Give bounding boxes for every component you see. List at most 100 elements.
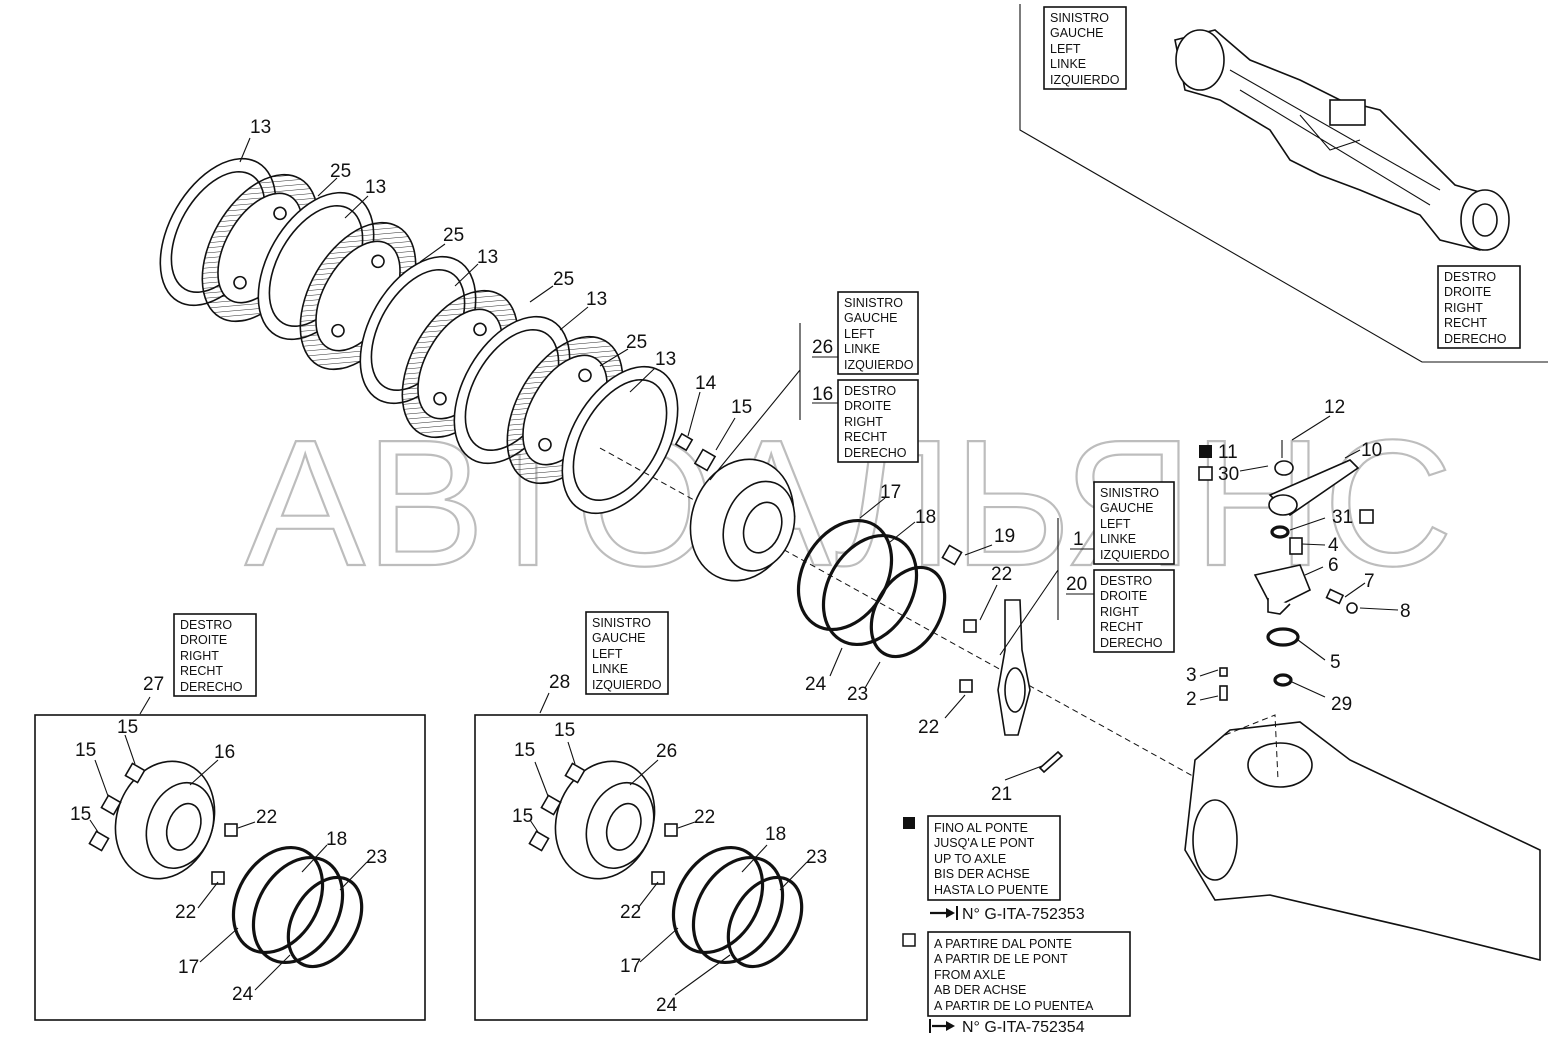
svg-text:LINKE: LINKE xyxy=(844,342,880,356)
callout-20: 20 xyxy=(1066,574,1087,595)
svg-text:24: 24 xyxy=(232,984,254,1005)
svg-text:23: 23 xyxy=(847,684,868,705)
svg-text:FROM AXLE: FROM AXLE xyxy=(934,968,1006,982)
svg-text:A PARTIRE DAL PONTE: A PARTIRE DAL PONTE xyxy=(934,937,1072,951)
svg-text:17: 17 xyxy=(620,956,641,977)
svg-text:23: 23 xyxy=(366,847,387,868)
svg-text:30: 30 xyxy=(1218,464,1239,485)
svg-text:DESTRO: DESTRO xyxy=(844,384,896,398)
svg-text:26: 26 xyxy=(656,741,677,762)
piston-center xyxy=(674,432,963,582)
svg-text:LINKE: LINKE xyxy=(1100,532,1136,546)
axle-illustration xyxy=(1174,29,1510,251)
svg-text:DESTRO: DESTRO xyxy=(180,618,232,632)
callout-1: 1 xyxy=(1073,529,1084,550)
svg-text:RIGHT: RIGHT xyxy=(1100,605,1139,619)
svg-text:5: 5 xyxy=(1330,652,1341,673)
empty-square-icon xyxy=(902,933,916,947)
svg-text:GAUCHE: GAUCHE xyxy=(1100,501,1153,515)
svg-text:LEFT: LEFT xyxy=(1050,42,1081,56)
svg-text:DERECHO: DERECHO xyxy=(180,680,243,694)
shift-fork xyxy=(959,599,1064,774)
svg-text:24: 24 xyxy=(656,995,678,1016)
svg-text:15: 15 xyxy=(554,720,575,741)
svg-text:23: 23 xyxy=(806,847,827,868)
svg-text:IZQUIERDO: IZQUIERDO xyxy=(1100,548,1170,562)
svg-text:25: 25 xyxy=(553,269,574,290)
svg-text:15: 15 xyxy=(117,717,138,738)
svg-text:RECHT: RECHT xyxy=(1444,316,1487,330)
svg-text:13: 13 xyxy=(477,247,498,268)
svg-text:22: 22 xyxy=(620,902,641,923)
svg-text:LEFT: LEFT xyxy=(844,327,875,341)
svg-text:24: 24 xyxy=(805,674,827,695)
svg-text:LINKE: LINKE xyxy=(1050,57,1086,71)
legend-right-16: DESTRO DROITE RIGHT RECHT DERECHO xyxy=(837,379,919,463)
svg-text:AB DER ACHSE: AB DER ACHSE xyxy=(934,983,1026,997)
friction-plate-stack xyxy=(159,157,679,515)
svg-text:DESTRO: DESTRO xyxy=(1444,270,1496,284)
legend-right-27: DESTRO DROITE RIGHT RECHT DERECHO xyxy=(173,613,257,697)
svg-text:DROITE: DROITE xyxy=(844,399,891,413)
legend-left-26: SINISTRO GAUCHE LEFT LINKE IZQUIERDO xyxy=(837,291,919,375)
svg-text:22: 22 xyxy=(991,564,1012,585)
svg-text:HASTA LO PUENTE: HASTA LO PUENTE xyxy=(934,883,1048,897)
svg-text:18: 18 xyxy=(765,824,786,845)
svg-text:16: 16 xyxy=(214,742,235,763)
svg-text:11: 11 xyxy=(1218,442,1238,463)
svg-text:DERECHO: DERECHO xyxy=(1100,636,1163,650)
svg-text:17: 17 xyxy=(880,482,901,503)
fino-serial: N° G-ITA-752353 xyxy=(962,906,1085,923)
svg-text:3: 3 xyxy=(1186,665,1197,686)
svg-text:31: 31 xyxy=(1332,507,1353,528)
fino-note: FINO AL PONTE JUSQ'A LE PONT UP TO AXLE … xyxy=(903,815,1085,923)
empty-square-icon xyxy=(1198,466,1213,481)
legend-left-1: SINISTRO GAUCHE LEFT LINKE IZQUIERDO xyxy=(1093,481,1175,565)
svg-text:FINO AL PONTE: FINO AL PONTE xyxy=(934,821,1028,835)
panel-27 xyxy=(34,696,426,1021)
svg-text:13: 13 xyxy=(250,117,271,138)
svg-text:RECHT: RECHT xyxy=(180,664,223,678)
svg-text:21: 21 xyxy=(991,784,1012,805)
svg-text:15: 15 xyxy=(514,740,535,761)
svg-text:17: 17 xyxy=(178,957,199,978)
legend-right-inset: DESTRO DROITE RIGHT RECHT DERECHO xyxy=(1437,265,1521,349)
svg-text:DROITE: DROITE xyxy=(1444,285,1491,299)
callouts: 13 25 13 25 13 25 13 25 13 14 15 17 18 1… xyxy=(70,117,1411,1016)
lever-assembly xyxy=(1219,440,1360,701)
leader-lines xyxy=(239,137,1399,781)
svg-text:6: 6 xyxy=(1328,555,1339,576)
svg-text:10: 10 xyxy=(1361,440,1382,461)
svg-text:2: 2 xyxy=(1186,689,1197,710)
svg-text:GAUCHE: GAUCHE xyxy=(1050,26,1103,40)
legend-left-inset: SINISTRO GAUCHE LEFT LINKE IZQUIERDO xyxy=(1043,6,1127,90)
svg-text:15: 15 xyxy=(731,397,752,418)
inset-frame xyxy=(1019,4,1548,363)
svg-text:SINISTRO: SINISTRO xyxy=(844,296,903,310)
svg-text:28: 28 xyxy=(549,672,570,693)
svg-text:DROITE: DROITE xyxy=(1100,589,1147,603)
svg-text:RIGHT: RIGHT xyxy=(844,415,883,429)
svg-text:GAUCHE: GAUCHE xyxy=(592,631,645,645)
svg-text:22: 22 xyxy=(694,807,715,828)
svg-text:14: 14 xyxy=(695,373,717,394)
svg-text:LEFT: LEFT xyxy=(592,647,623,661)
svg-text:BIS DER ACHSE: BIS DER ACHSE xyxy=(934,867,1030,881)
svg-text:25: 25 xyxy=(443,225,464,246)
o-rings-center xyxy=(796,518,947,659)
svg-text:SINISTRO: SINISTRO xyxy=(1100,486,1159,500)
svg-text:IZQUIERDO: IZQUIERDO xyxy=(1050,73,1120,87)
svg-text:A PARTIR DE LO PUENTEA: A PARTIR DE LO PUENTEA xyxy=(934,999,1094,1013)
svg-text:15: 15 xyxy=(70,804,91,825)
svg-text:LEFT: LEFT xyxy=(1100,517,1131,531)
svg-text:UP TO AXLE: UP TO AXLE xyxy=(934,852,1006,866)
svg-text:DERECHO: DERECHO xyxy=(1444,332,1507,346)
svg-text:DROITE: DROITE xyxy=(180,633,227,647)
partire-serial: N° G-ITA-752354 xyxy=(962,1019,1085,1036)
svg-text:18: 18 xyxy=(915,507,936,528)
callout-16: 16 xyxy=(812,384,833,405)
filled-square-icon xyxy=(903,817,915,829)
empty-square-icon xyxy=(1359,509,1374,524)
